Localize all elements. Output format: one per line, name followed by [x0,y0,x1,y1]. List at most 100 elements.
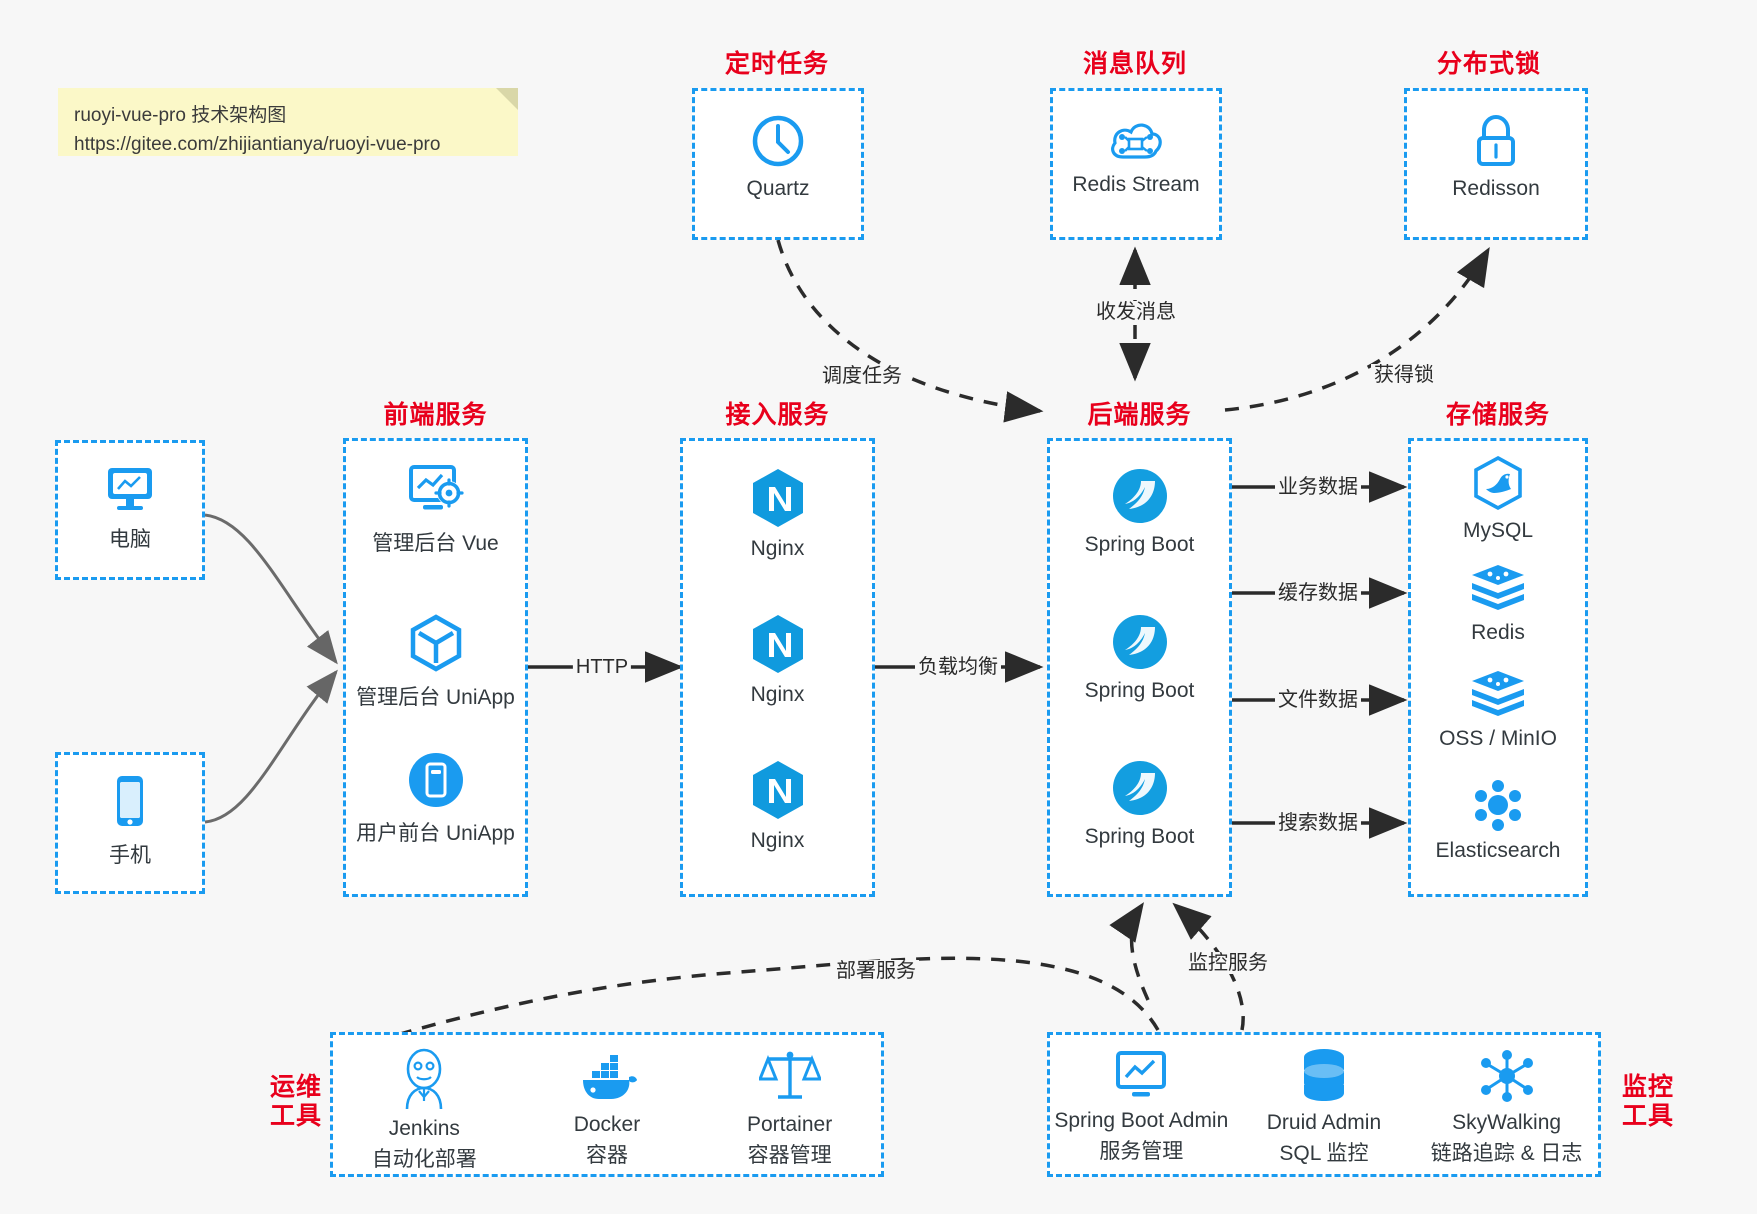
node-sublabel: 容器 [585,1144,628,1167]
node-redisson[interactable]: Redisson [1407,113,1585,201]
group-title-monitor-line2: 工具 [1621,1101,1674,1130]
edge-deploy-service [399,956,1160,1036]
node-nginx-3[interactable]: Nginx [683,759,872,853]
group-monitor: Spring Boot Admin 服务管理 Druid Admin SQL 监… [1047,1032,1601,1177]
node-elasticsearch[interactable]: Elasticsearch [1411,779,1585,863]
elasticsearch-icon [1411,779,1585,831]
edge-label-schedule-task: 调度任务 [819,365,905,387]
node-label: Redis Stream [1072,173,1200,196]
edge-deploy-service-arrow [1109,902,1150,1001]
docker-whale-icon [516,1051,699,1105]
nginx-icon [683,467,872,529]
group-devops: Jenkins 自动化部署 [330,1032,884,1177]
node-admin-vue[interactable]: 管理后台 Vue [346,463,525,557]
node-label: Redisson [1452,177,1540,200]
nginx-icon [683,613,872,675]
node-label: Quartz [746,177,810,200]
node-skywalking[interactable]: SkyWalking 链路追踪 & 日志 [1415,1049,1598,1167]
node-label: Elasticsearch [1435,839,1561,862]
node-docker[interactable]: Docker 容器 [516,1051,699,1169]
spring-boot-icon [1050,467,1229,525]
edge-label-send-receive-message: 收发消息 [1093,301,1179,323]
group-scheduler: Quartz [692,88,864,240]
node-user-uniapp[interactable]: 用户前台 UniApp [346,751,525,847]
node-computer[interactable]: 电脑 [58,463,202,553]
group-title-storage: 存储服务 [1445,401,1550,429]
node-label: Nginx [750,683,805,706]
node-label: Docker [573,1113,641,1136]
edge-label-file-data: 文件数据 [1275,689,1361,711]
edge-label-http: HTTP [572,656,632,678]
node-label: SkyWalking [1452,1111,1562,1134]
node-jenkins[interactable]: Jenkins 自动化部署 [333,1047,516,1173]
node-sublabel: SQL 监控 [1279,1142,1369,1165]
group-title-monitor: 监控 工具 [1608,1073,1688,1131]
node-label: Spring Boot Admin [1054,1109,1229,1132]
node-label: Redis [1471,621,1525,644]
node-label: Spring Boot [1084,825,1195,848]
group-title-gateway: 接入服务 [725,401,830,429]
mysql-dolphin-icon [1411,455,1585,511]
database-cylinder-icon [1233,1047,1416,1103]
spring-boot-icon [1050,759,1229,817]
skywalking-network-icon [1415,1049,1598,1103]
group-title-monitor-line1: 监控 [1621,1073,1674,1101]
node-label: MySQL [1462,519,1533,542]
spring-boot-icon [1050,613,1229,671]
node-quartz[interactable]: Quartz [695,113,861,201]
node-label: Jenkins [388,1117,460,1140]
group-mq: Redis Stream [1050,88,1222,240]
node-oss-minio[interactable]: OSS / MinIO [1411,669,1585,751]
note-line-url: https://gitee.com/zhijiantianya/ruoyi-vu… [74,133,441,155]
portainer-scale-icon [698,1047,881,1105]
group-client-computer: 电脑 [55,440,205,580]
node-redis-stream[interactable]: Redis Stream [1053,115,1219,197]
jenkins-butler-icon [333,1047,516,1110]
node-portainer[interactable]: Portainer 容器管理 [698,1047,881,1169]
edge-acquire-lock [1224,246,1490,412]
node-spring-boot-3[interactable]: Spring Boot [1050,759,1229,849]
node-admin-uniapp[interactable]: 管理后台 UniApp [346,613,525,711]
cloud-stream-icon [1053,115,1219,165]
node-spring-boot-1[interactable]: Spring Boot [1050,467,1229,557]
node-label: Portainer [746,1113,833,1136]
edge-label-business-data: 业务数据 [1275,476,1361,498]
node-sublabel: 服务管理 [1099,1140,1184,1163]
mobile-app-icon [346,751,525,809]
node-label: 电脑 [109,528,151,551]
sticky-note: ruoyi-vue-pro 技术架构图 https://gitee.com/zh… [58,88,518,156]
edge-computer-to-frontend [204,513,338,665]
note-line-title: ruoyi-vue-pro 技术架构图 [74,105,287,126]
group-title-scheduler: 定时任务 [724,50,829,78]
group-gateway: Nginx Nginx Nginx [680,438,875,897]
group-frontend: 管理后台 Vue 管理后台 UniApp 用户前台 [343,438,528,897]
node-nginx-1[interactable]: Nginx [683,467,872,561]
edge-label-cache-data: 缓存数据 [1275,582,1361,604]
node-label: 管理后台 Vue [372,532,499,555]
node-druid-admin[interactable]: Druid Admin SQL 监控 [1233,1047,1416,1167]
note-fold-corner [496,88,518,110]
node-label: Nginx [750,829,805,852]
node-redis[interactable]: Redis [1411,563,1585,645]
group-title-backend: 后端服务 [1087,401,1192,429]
node-nginx-2[interactable]: Nginx [683,613,872,707]
edge-label-monitor-service: 监控服务 [1185,952,1271,974]
node-label: Druid Admin [1266,1111,1382,1134]
group-title-frontend: 前端服务 [383,401,488,429]
node-phone[interactable]: 手机 [58,773,202,869]
padlock-icon [1407,113,1585,169]
node-mysql[interactable]: MySQL [1411,455,1585,543]
edge-label-search-data: 搜索数据 [1275,812,1361,834]
node-spring-boot-2[interactable]: Spring Boot [1050,613,1229,703]
nginx-icon [683,759,872,821]
dashboard-settings-icon [346,463,525,519]
monitor-chart-icon [1050,1049,1233,1101]
node-spring-boot-admin[interactable]: Spring Boot Admin 服务管理 [1050,1049,1233,1165]
edge-label-acquire-lock: 获得锁 [1371,364,1437,386]
edge-schedule-task [776,239,1044,423]
smartphone-icon [58,773,202,831]
group-title-devops-line1: 运维 [269,1073,322,1101]
node-label: OSS / MinIO [1439,727,1557,750]
node-sublabel: 链路追踪 & 日志 [1430,1142,1583,1165]
